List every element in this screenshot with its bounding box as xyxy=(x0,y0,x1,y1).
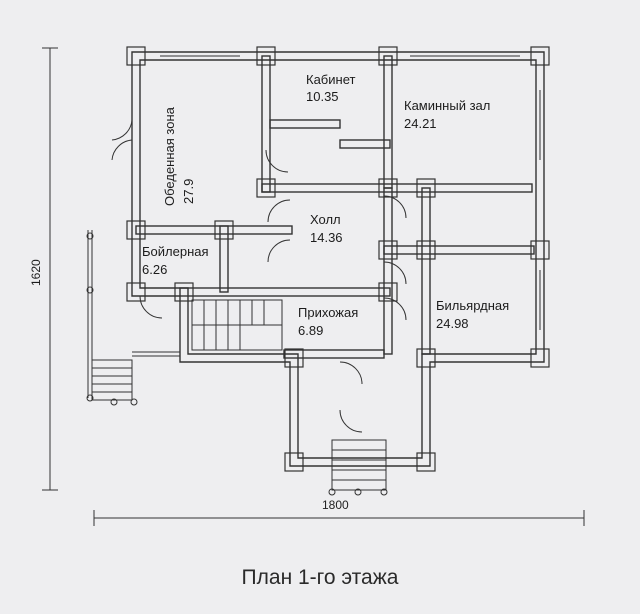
log-joints xyxy=(126,46,550,472)
room-area-boiler: 6.26 xyxy=(142,262,168,277)
room-name-cabinet: Кабинет xyxy=(306,72,356,87)
room-area-cabinet: 10.35 xyxy=(306,89,339,104)
room-name-hall: Холл xyxy=(310,212,341,227)
room-name-billiard: Бильярдная xyxy=(436,298,510,313)
room-name-fireplace: Каминный зал xyxy=(404,98,491,113)
room-area-hall: 14.36 xyxy=(310,230,343,245)
dimension-width: 1800 xyxy=(322,498,349,512)
room-area-billiard: 24.98 xyxy=(436,316,469,331)
dimension-lines xyxy=(42,47,585,526)
room-name-dining: Обеденная зона xyxy=(162,107,177,206)
dimension-height: 1620 xyxy=(29,259,43,286)
room-name-entry: Прихожая xyxy=(298,305,359,320)
room-area-fireplace: 24.21 xyxy=(404,116,437,131)
room-name-boiler: Бойлерная xyxy=(142,244,209,259)
plan-caption: План 1-го этажа xyxy=(241,566,399,589)
interior-stair xyxy=(191,299,283,351)
room-area-entry: 6.89 xyxy=(298,323,324,338)
entry-stairs xyxy=(328,439,388,496)
room-area-dining: 27.9 xyxy=(181,178,196,204)
terrace-left xyxy=(86,230,180,406)
door-swings xyxy=(111,119,407,433)
windows xyxy=(160,55,541,330)
